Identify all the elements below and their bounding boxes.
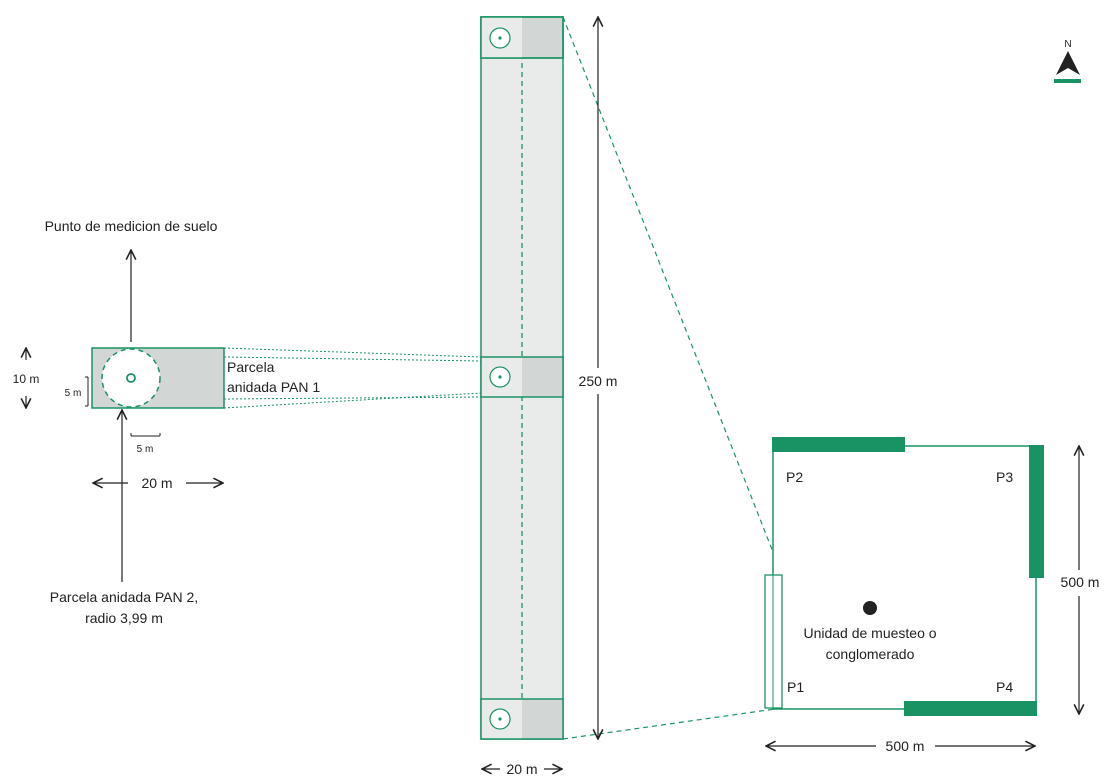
pan1-plot [91, 347, 225, 409]
strip-subplot-middle [480, 356, 564, 398]
dim-5m-horizontal-label: 5 m [137, 444, 154, 455]
dim-10m-label: 10 m [13, 372, 40, 386]
p4-label: P4 [996, 679, 1013, 695]
pan2-label-line2: radio 3,99 m [85, 610, 163, 626]
center-label-line2: conglomerado [826, 646, 915, 662]
p1-label: P1 [787, 679, 804, 695]
strip-subplot-bottom [480, 698, 564, 740]
soil-point-label: Punto de medicion de suelo [45, 218, 218, 234]
pan2-circle [101, 348, 161, 408]
dim-20m-bottom-label: 20 m [506, 761, 537, 777]
soil-point-marker [126, 373, 136, 383]
dim-20m-left-label: 20 m [141, 475, 172, 491]
sampling-unit-square [764, 437, 1044, 716]
dim-500m-bottom-label: 500 m [886, 738, 925, 754]
north-arrow-icon: N [1054, 39, 1081, 83]
p2-label: P2 [786, 469, 803, 485]
p3-label: P3 [996, 469, 1013, 485]
dim-250m-label: 250 m [579, 373, 618, 389]
zoom-lines-left [223, 347, 482, 409]
plot-p1-strip [764, 574, 783, 709]
plot-p4-bar [904, 701, 1037, 716]
center-label-line1: Unidad de muesteo o [803, 625, 936, 641]
dim-500m-right-label: 500 m [1061, 574, 1100, 590]
center-point [863, 601, 877, 615]
plot-p2-bar [772, 437, 905, 452]
dim-5m-vertical-label: 5 m [65, 388, 82, 399]
pan1-label-line1: Parcela [227, 359, 275, 375]
strip-subplot-top [480, 16, 564, 59]
north-label: N [1064, 39, 1071, 50]
pan2-label-line1: Parcela anidada PAN 2, [50, 589, 198, 605]
plot-p3-bar [1029, 445, 1044, 578]
pan1-label-line2: anidada PAN 1 [227, 379, 320, 395]
